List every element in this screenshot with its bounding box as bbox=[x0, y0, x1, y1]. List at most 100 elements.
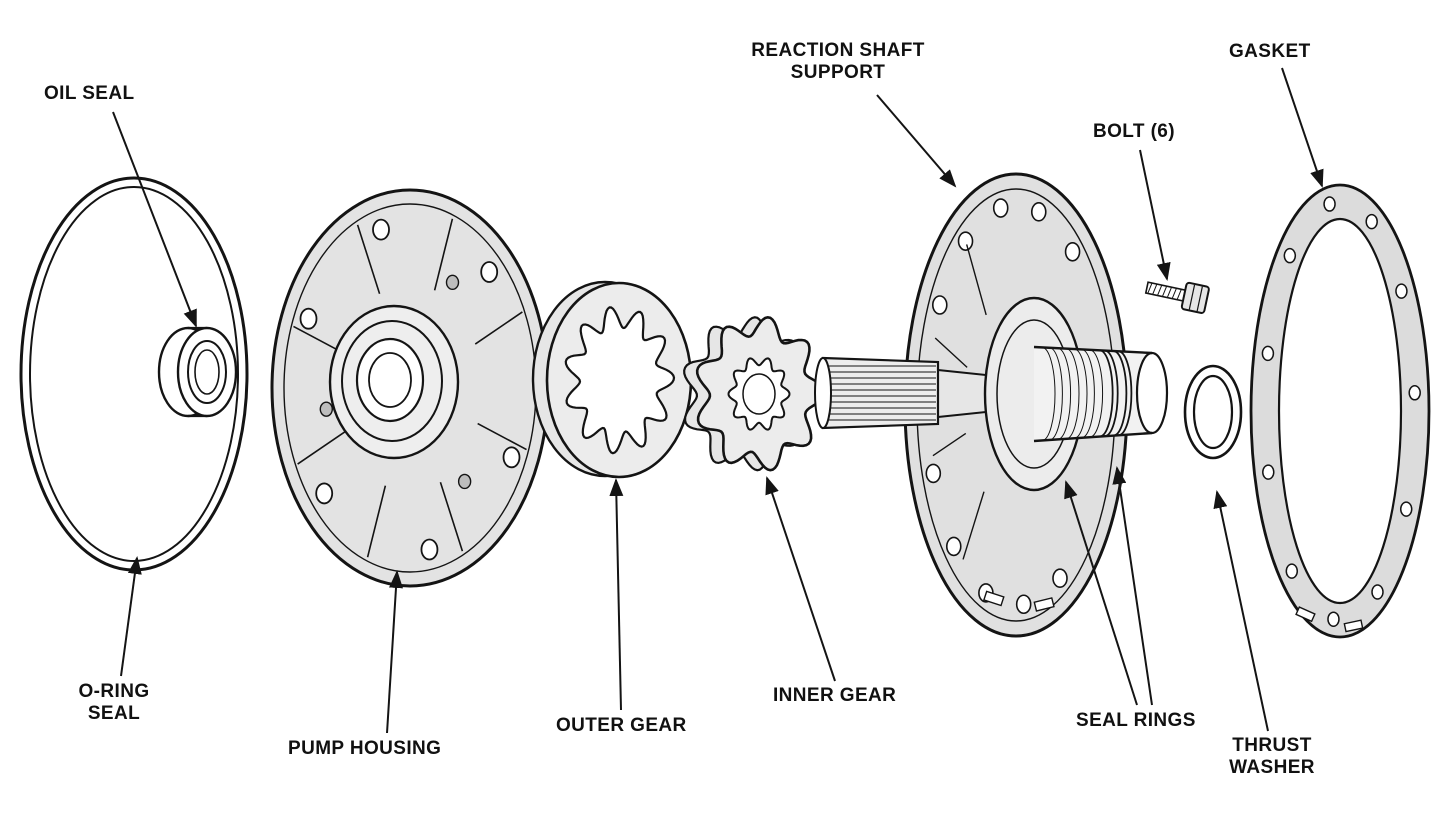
label-inner-gear: INNER GEAR bbox=[773, 685, 897, 706]
bolt-part bbox=[1144, 281, 1210, 314]
bolt-head bbox=[1180, 281, 1210, 314]
label-outer-gear: OUTER GEAR bbox=[556, 715, 687, 736]
bolt-head-facet bbox=[1188, 284, 1196, 310]
thrust-washer-inner bbox=[1192, 374, 1234, 450]
label-gasket: GASKET bbox=[1229, 41, 1311, 62]
leader-arrows bbox=[112, 67, 1324, 734]
support-web-line bbox=[934, 337, 968, 368]
housing-bore-inner bbox=[368, 352, 412, 408]
label-seal-rings: SEAL RINGS bbox=[1076, 710, 1196, 731]
tube-thread bbox=[1049, 347, 1063, 441]
oil-seal-part bbox=[157, 326, 238, 418]
support-web-line bbox=[932, 432, 967, 457]
housing-bolt-hole bbox=[480, 261, 499, 283]
support-bolt-hole bbox=[1064, 241, 1081, 262]
label-o-ring-seal: O-RING SEAL bbox=[78, 681, 150, 725]
housing-rib bbox=[433, 218, 454, 291]
gasket-slot bbox=[1295, 606, 1316, 623]
support-bolt-hole bbox=[1015, 594, 1032, 615]
bolt-thread bbox=[1171, 288, 1177, 299]
label-bolt: BOLT (6) bbox=[1093, 121, 1176, 142]
leader-arrow-inner-gear bbox=[765, 476, 836, 682]
gasket-bolt-hole bbox=[1261, 345, 1275, 362]
support-tube-outline bbox=[1033, 345, 1153, 443]
gasket-bolt-hole bbox=[1327, 611, 1340, 627]
support-bolt-hole bbox=[945, 536, 962, 557]
gasket-bolt-hole bbox=[1323, 196, 1336, 212]
housing-rib bbox=[474, 311, 523, 345]
support-shaft-end bbox=[814, 357, 832, 429]
pump-housing-part bbox=[270, 188, 550, 588]
label-thrust-washer: THRUST WASHER bbox=[1229, 735, 1315, 779]
housing-screw bbox=[457, 473, 472, 490]
bolt-thread bbox=[1147, 282, 1153, 294]
tube-seal-ring-groove bbox=[1113, 350, 1128, 437]
housing-hub-step bbox=[341, 320, 443, 442]
tube-thread bbox=[1041, 346, 1056, 441]
housing-bolt-hole bbox=[502, 446, 521, 469]
tube-seal-ring-groove bbox=[1118, 350, 1133, 437]
housing-bolt-hole bbox=[372, 218, 390, 241]
bolt-thread bbox=[1157, 284, 1163, 296]
inner-gear-part bbox=[683, 315, 826, 472]
leader-arrow-gasket bbox=[1281, 67, 1324, 188]
outer-gear-part bbox=[531, 280, 693, 479]
bolt-thread bbox=[1161, 285, 1168, 297]
support-tube-fill bbox=[1034, 347, 1152, 441]
gasket-bolt-hole bbox=[1365, 213, 1378, 230]
bolt-thread bbox=[1166, 287, 1173, 298]
tube-seal-ring-groove bbox=[1099, 349, 1114, 438]
gasket-bolt-hole bbox=[1262, 464, 1275, 480]
housing-rib bbox=[366, 485, 387, 558]
support-web-line bbox=[965, 244, 987, 316]
support-slot bbox=[983, 590, 1005, 607]
tube-thread bbox=[1081, 348, 1095, 439]
support-shaft-neck bbox=[937, 368, 987, 419]
gasket-bolt-hole bbox=[1283, 247, 1297, 264]
housing-bolt-hole bbox=[299, 307, 318, 330]
gasket-bolt-hole bbox=[1371, 584, 1384, 600]
gasket-slot bbox=[1343, 619, 1364, 633]
housing-rib bbox=[439, 482, 464, 552]
inner-gear-bore-ring bbox=[742, 373, 776, 415]
gasket-bolt-hole bbox=[1285, 563, 1299, 579]
label-pump-housing: PUMP HOUSING bbox=[288, 738, 442, 759]
support-bolt-hole bbox=[931, 295, 948, 315]
housing-rib bbox=[477, 422, 527, 451]
leader-arrow-thrust-washer bbox=[1213, 490, 1269, 732]
support-web-line bbox=[962, 491, 985, 560]
tube-thread bbox=[1065, 348, 1080, 440]
bolt-group bbox=[1144, 281, 1210, 314]
label-reaction-shaft-support: REACTION SHAFT SUPPORT bbox=[751, 40, 925, 84]
housing-screw bbox=[319, 401, 333, 417]
oil-seal-mid-ring bbox=[187, 340, 227, 404]
support-slot bbox=[1033, 597, 1055, 612]
gasket-outer-edge bbox=[1249, 183, 1431, 639]
housing-rib bbox=[293, 325, 343, 354]
gasket-bolt-hole bbox=[1408, 385, 1421, 401]
bolt-thread bbox=[1152, 283, 1158, 295]
leader-arrow-o-ring-seal bbox=[120, 556, 142, 677]
leader-arrow-oil-seal bbox=[112, 111, 197, 328]
support-bolt-hole bbox=[957, 231, 974, 251]
tube-thread bbox=[1057, 347, 1072, 440]
gasket-bolt-hole bbox=[1395, 283, 1408, 299]
reaction-shaft-support-part bbox=[814, 172, 1169, 638]
leader-arrow-pump-housing bbox=[386, 570, 403, 734]
gasket-part bbox=[1249, 183, 1431, 639]
support-bolt-hole bbox=[925, 463, 942, 484]
leader-arrow-seal-rings-1 bbox=[1064, 480, 1138, 706]
oil-seal-bore bbox=[194, 349, 220, 395]
support-bolt-hole bbox=[1052, 568, 1068, 589]
leader-arrow-seal-rings-2 bbox=[1112, 466, 1153, 706]
housing-bore-outer bbox=[355, 337, 425, 423]
tube-thread bbox=[1073, 348, 1088, 439]
housing-screw bbox=[445, 274, 460, 291]
support-tube-end bbox=[1135, 351, 1169, 435]
tube-thread bbox=[1089, 349, 1104, 438]
housing-bolt-hole bbox=[420, 538, 439, 561]
bolt-head-facet bbox=[1196, 286, 1203, 312]
outer-gear-lobes bbox=[564, 306, 676, 455]
